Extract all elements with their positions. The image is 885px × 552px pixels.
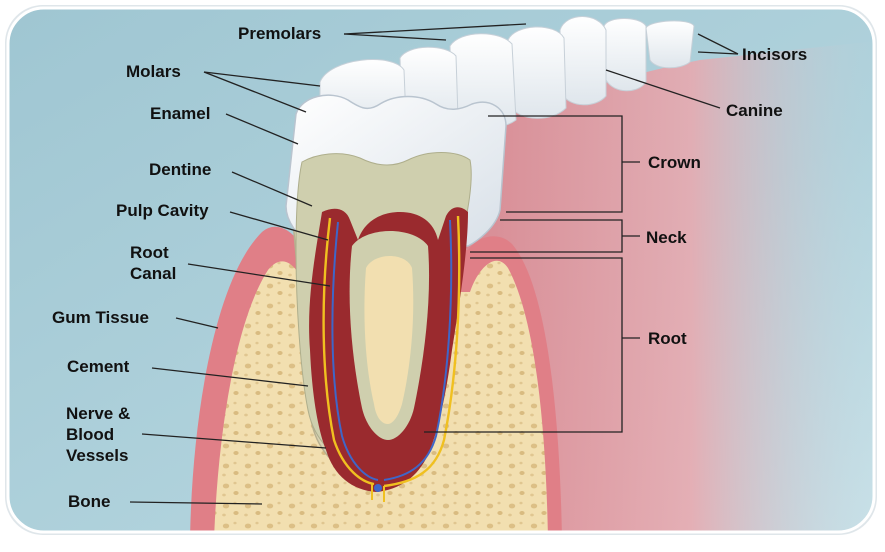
label-neck: Neck: [646, 228, 687, 247]
nerve-exit: [371, 484, 385, 502]
vessel-left: [331, 221, 379, 481]
vessel-right: [383, 219, 453, 481]
label-nerve-blood-vessels: Nerve & Blood Vessels: [66, 403, 130, 466]
label-crown: Crown: [648, 153, 701, 172]
foramen-vessel: [374, 484, 382, 492]
leader-lines: [129, 23, 739, 505]
nerve-right: [383, 215, 461, 488]
label-pulp-cavity: Pulp Cavity: [116, 201, 209, 220]
label-gum-tissue: Gum Tissue: [52, 308, 149, 327]
label-root-canal: Root Canal: [130, 242, 176, 284]
label-canine: Canine: [726, 101, 783, 120]
label-premolars: Premolars: [238, 24, 322, 43]
region-brackets: [424, 115, 640, 433]
label-dentine: Dentine: [149, 160, 212, 179]
label-bone: Bone: [68, 492, 111, 511]
label-nerve-line1: Nerve &: [66, 404, 131, 423]
label-root-canal-line1: Root: [130, 243, 169, 262]
label-cement: Cement: [67, 357, 130, 376]
label-molars: Molars: [126, 62, 181, 81]
label-enamel: Enamel: [150, 104, 211, 123]
inner-bone-shape: [364, 256, 414, 424]
label-nerve-line2: Blood: [66, 425, 115, 444]
nerve-left: [322, 217, 375, 486]
back-gum: [455, 40, 874, 532]
panel-border: [6, 6, 876, 534]
label-root-canal-line2: Canal: [130, 264, 177, 283]
label-root: Root: [648, 329, 687, 348]
label-nerve-line3: Vessels: [66, 446, 129, 465]
label-incisors: Incisors: [742, 45, 808, 64]
